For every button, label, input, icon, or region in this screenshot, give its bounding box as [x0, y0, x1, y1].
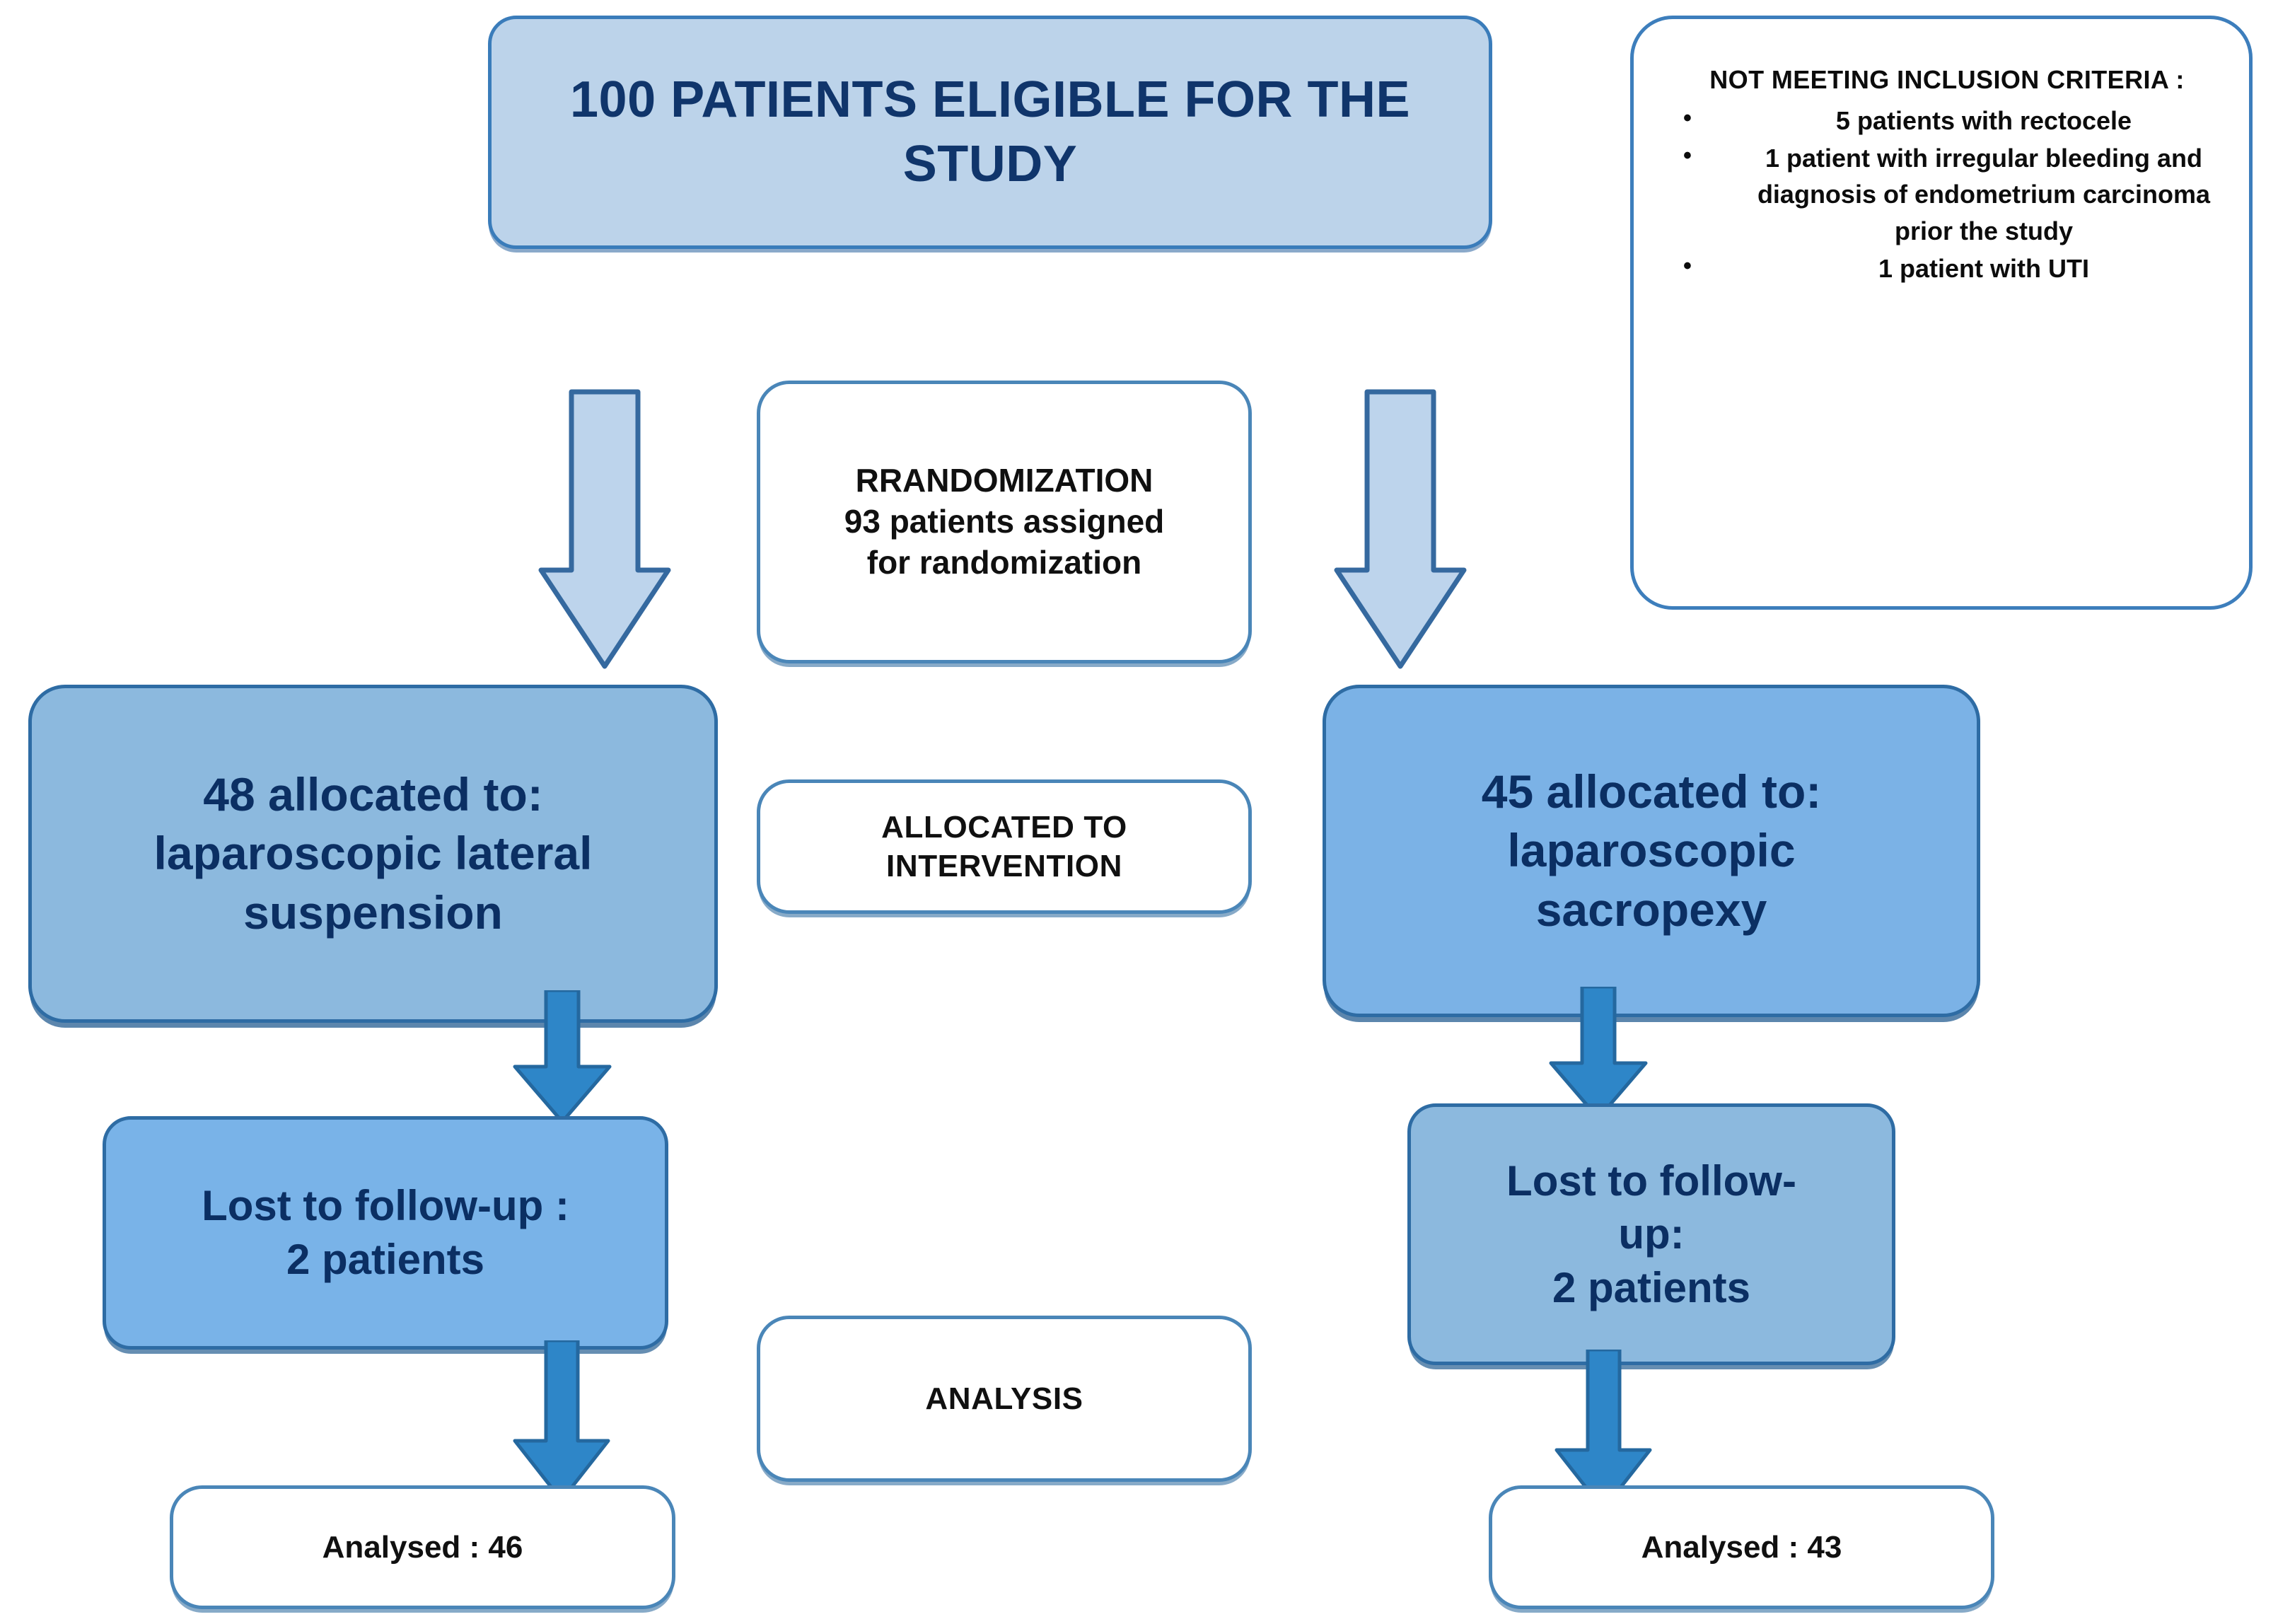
analysis-label-text: ANALYSIS — [925, 1381, 1083, 1416]
left-analysed-text: Analysed : 46 — [322, 1529, 523, 1565]
right-lost-line-2: up: — [1618, 1210, 1685, 1258]
exclusion-criteria-box: NOT MEETING INCLUSION CRITERIA : 5 patie… — [1630, 16, 2253, 610]
randomization-line-2: 93 patients assigned — [844, 503, 1165, 540]
exclusion-criteria-list: 5 patients with rectocele 1 patient with… — [1669, 101, 2225, 286]
allocation-label-line-1: ALLOCATED TO — [881, 809, 1127, 845]
right-allocated-line-2: laparoscopic — [1507, 824, 1796, 877]
down-arrow-right-allocated-to-lost-icon — [1545, 987, 1651, 1121]
allocation-label-line-2: INTERVENTION — [886, 849, 1122, 883]
left-lost-line-1: Lost to follow-up : — [202, 1182, 569, 1230]
randomization-line-1: RRANDOMIZATION — [855, 462, 1153, 499]
left-allocated-line-2: laparoscopic lateral — [153, 827, 593, 880]
left-allocated-line-1: 48 allocated to: — [203, 768, 543, 821]
down-arrow-to-left-allocation-icon — [537, 388, 672, 671]
left-analysed-box: Analysed : 46 — [170, 1485, 675, 1609]
exclusion-criteria-item: 1 patient with UTI — [1669, 249, 2225, 286]
allocation-label-box: ALLOCATED TO INTERVENTION — [757, 779, 1252, 914]
analysis-label-box: ANALYSIS — [757, 1316, 1252, 1482]
left-lost-line-2: 2 patients — [286, 1236, 485, 1283]
right-lost-to-followup-box: Lost to follow- up: 2 patients — [1407, 1103, 1895, 1365]
eligible-patients-box: 100 PATIENTS ELIGIBLE FOR THE STUDY — [488, 16, 1492, 249]
right-allocated-line-1: 45 allocated to: — [1481, 765, 1822, 818]
exclusion-criteria-heading: NOT MEETING INCLUSION CRITERIA : — [1709, 65, 2185, 94]
right-analysed-box: Analysed : 43 — [1489, 1485, 1994, 1609]
left-allocated-line-3: suspension — [243, 886, 503, 939]
right-allocated-line-3: sacropexy — [1535, 883, 1767, 936]
right-lost-line-1: Lost to follow- — [1506, 1156, 1796, 1205]
down-arrow-to-right-allocation-icon — [1333, 388, 1468, 671]
exclusion-criteria-item: 1 patient with irregular bleeding and di… — [1669, 139, 2225, 248]
left-allocated-box: 48 allocated to: laparoscopic lateral su… — [28, 685, 718, 1023]
randomization-box: RRANDOMIZATION 93 patients assigned for … — [757, 381, 1252, 663]
down-arrow-left-lost-to-analysed-icon — [511, 1340, 613, 1503]
left-lost-to-followup-box: Lost to follow-up : 2 patients — [103, 1116, 668, 1350]
randomization-line-3: for randomization — [866, 543, 1142, 581]
exclusion-criteria-item: 5 patients with rectocele — [1669, 101, 2225, 139]
down-arrow-left-allocated-to-lost-icon — [509, 990, 615, 1125]
down-arrow-right-lost-to-analysed-icon — [1552, 1350, 1655, 1512]
right-analysed-text: Analysed : 43 — [1641, 1529, 1842, 1565]
right-allocated-box: 45 allocated to: laparoscopic sacropexy — [1323, 685, 1980, 1017]
right-lost-line-3: 2 patients — [1552, 1263, 1751, 1311]
eligible-patients-text: 100 PATIENTS ELIGIBLE FOR THE STUDY — [570, 71, 1410, 192]
